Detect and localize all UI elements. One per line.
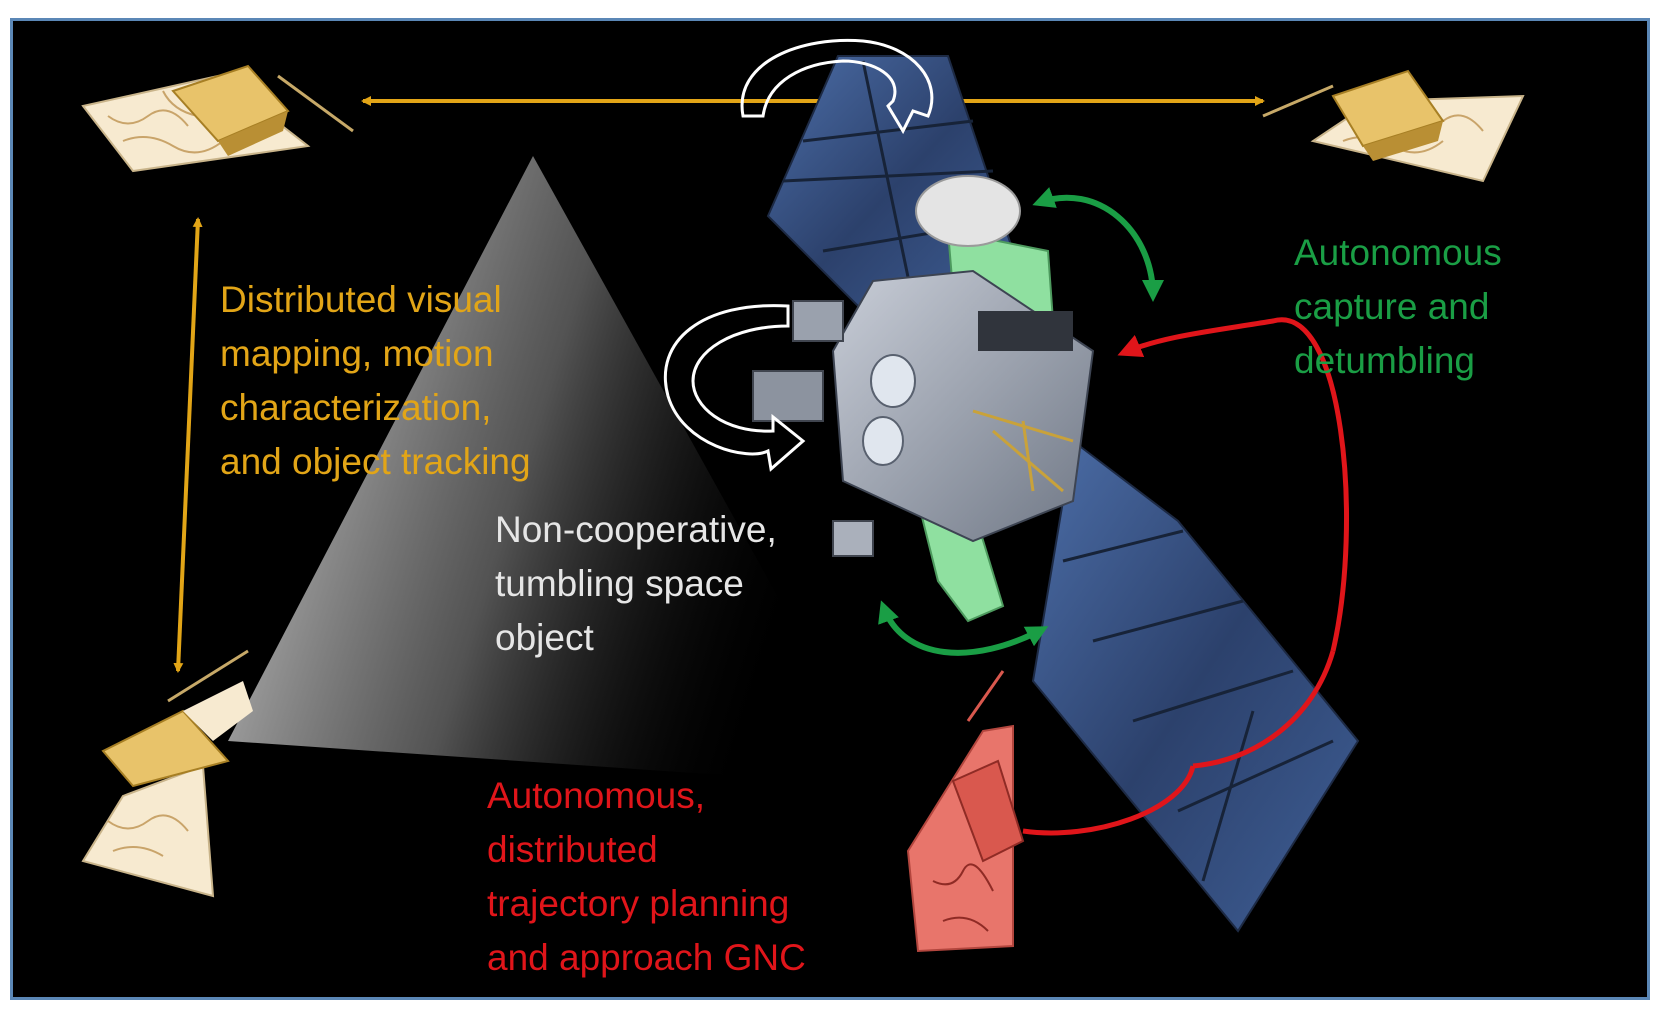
trajectory-arrow: [1022, 317, 1349, 836]
target-object-label: Non-cooperative, tumbling space object: [495, 509, 777, 658]
trajectory-planning-label: Autonomous, distributed trajectory plann…: [487, 775, 806, 978]
mapping-link-arrow: [173, 217, 203, 673]
rotation-arrow-icon: [740, 38, 934, 135]
capture-arrow: [1032, 187, 1164, 302]
field-of-view-cone: [228, 156, 883, 786]
capture-arrow: [878, 600, 1049, 656]
inspector-satellite-icon: [81, 64, 354, 173]
rotation-arrow-icon: [663, 304, 806, 472]
inspector-satellite-icon: [81, 649, 253, 898]
trajectory-arrow: [1192, 650, 1336, 769]
diagram-frame: Distributed visual mapping, motion chara…: [10, 18, 1650, 1000]
mapping-label: Distributed visual mapping, motion chara…: [220, 279, 531, 482]
inspector-satellite-icon: [1262, 69, 1525, 183]
diagram-canvas: [81, 38, 1525, 953]
approach-spacecraft-icon: [906, 670, 1025, 953]
capture-label: Autonomous capture and detumbling: [1294, 232, 1502, 381]
target-satellite-icon: [752, 55, 1360, 933]
